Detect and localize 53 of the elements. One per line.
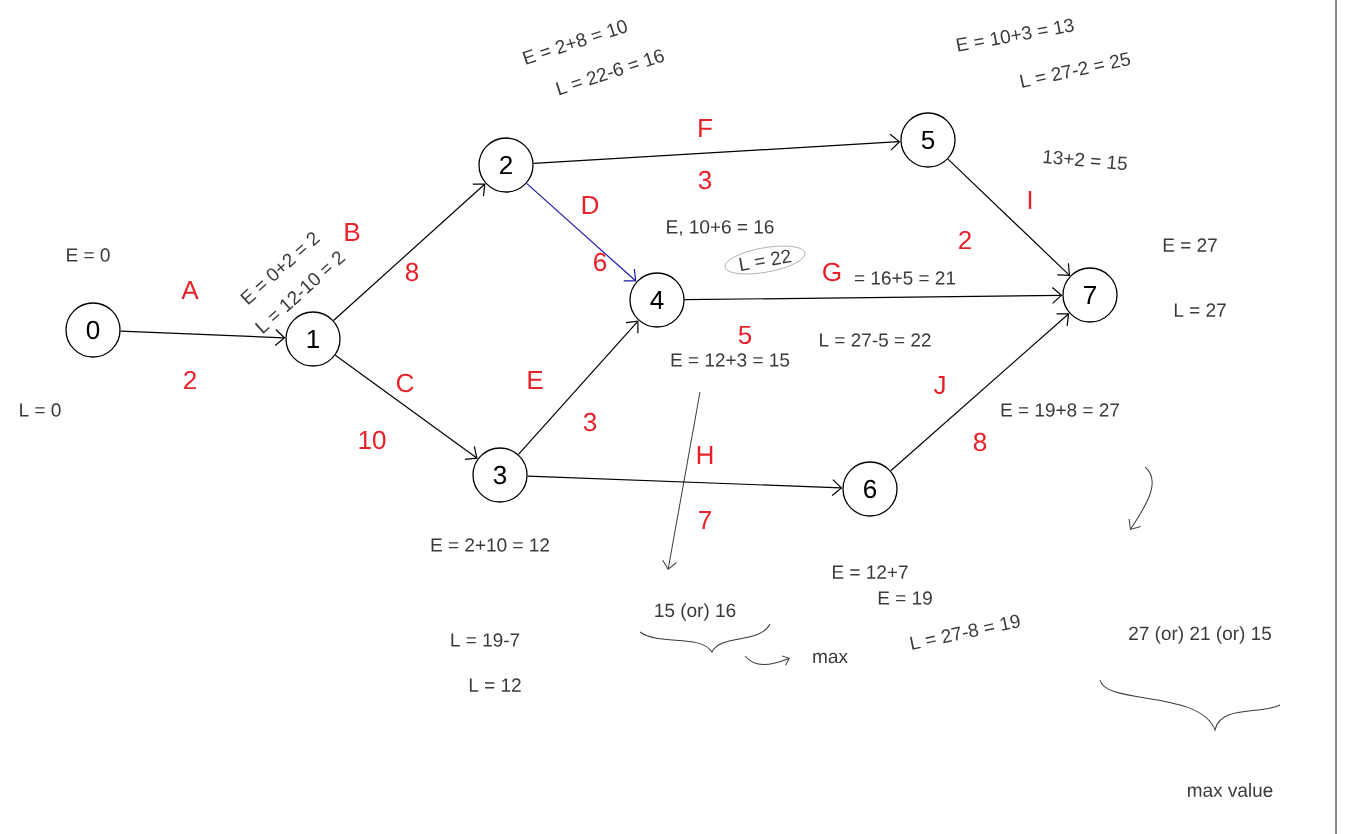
- annotation: L = 12: [469, 678, 521, 692]
- circled-note: L = 22: [724, 245, 806, 275]
- duration-label: 2: [184, 370, 196, 390]
- annotation: E = 12+7: [833, 565, 908, 579]
- duration-label: 8: [405, 262, 419, 282]
- annotation: max value: [1187, 783, 1273, 797]
- arrow: [120, 328, 286, 347]
- activity-label: G: [823, 262, 841, 282]
- duration-label: 10: [359, 430, 386, 450]
- annotation: L = 27: [1174, 303, 1226, 317]
- duration-label: 8: [973, 432, 987, 452]
- arrow: [526, 182, 637, 282]
- annotation: E = 0: [67, 248, 110, 262]
- arrow: [334, 354, 478, 460]
- duration-label: 7: [699, 511, 711, 529]
- annotation: L = 27-5 = 22: [820, 333, 931, 347]
- duration-label: 6: [594, 252, 607, 272]
- arrow: [533, 133, 901, 164]
- annotation: L = 27-8 = 19: [909, 614, 1020, 650]
- annotation: = 16+5 = 21: [854, 271, 956, 285]
- annotation: L = 19-7: [451, 633, 520, 647]
- annotation: E = 27: [1163, 238, 1217, 252]
- activity-label: B: [345, 223, 360, 241]
- activity-label: E: [528, 371, 543, 389]
- annotation: E = 19+8 = 27: [1001, 403, 1119, 417]
- arrow: [332, 183, 486, 322]
- annotation: 15 (or) 16: [655, 603, 736, 621]
- arrow: [517, 320, 639, 455]
- duration-label: 3: [583, 412, 597, 432]
- annotation: max: [813, 652, 848, 664]
- activity-label: C: [396, 373, 414, 393]
- arrow: [684, 286, 1063, 305]
- duration-label: 3: [698, 170, 712, 190]
- annotation: E = 2+10 = 12: [431, 538, 549, 552]
- activity-label: F: [699, 119, 712, 137]
- annotation: 13+2 = 15: [1043, 150, 1127, 170]
- annotation: E = 10+3 = 13: [956, 18, 1074, 52]
- duration-label: 5: [738, 325, 752, 345]
- annotation: L = 0: [20, 403, 61, 417]
- annotation: E, 10+6 = 16: [667, 220, 774, 236]
- arrow: [947, 158, 1071, 276]
- activity-label: D: [582, 196, 599, 214]
- arrow: [527, 475, 843, 497]
- activity-label: I: [1028, 191, 1032, 209]
- annotation: E = 12+3 = 15: [671, 353, 790, 367]
- annotation: L = 27-2 = 25: [1019, 52, 1131, 88]
- activity-label: H: [697, 446, 713, 464]
- duration-label: 2: [959, 230, 971, 250]
- annotation: 27 (or) 21 (or) 15: [1129, 626, 1271, 644]
- arrow: [890, 313, 1070, 472]
- activity-label: A: [181, 281, 199, 299]
- activity-label: J: [933, 375, 945, 395]
- annotation: E = 19: [878, 591, 932, 605]
